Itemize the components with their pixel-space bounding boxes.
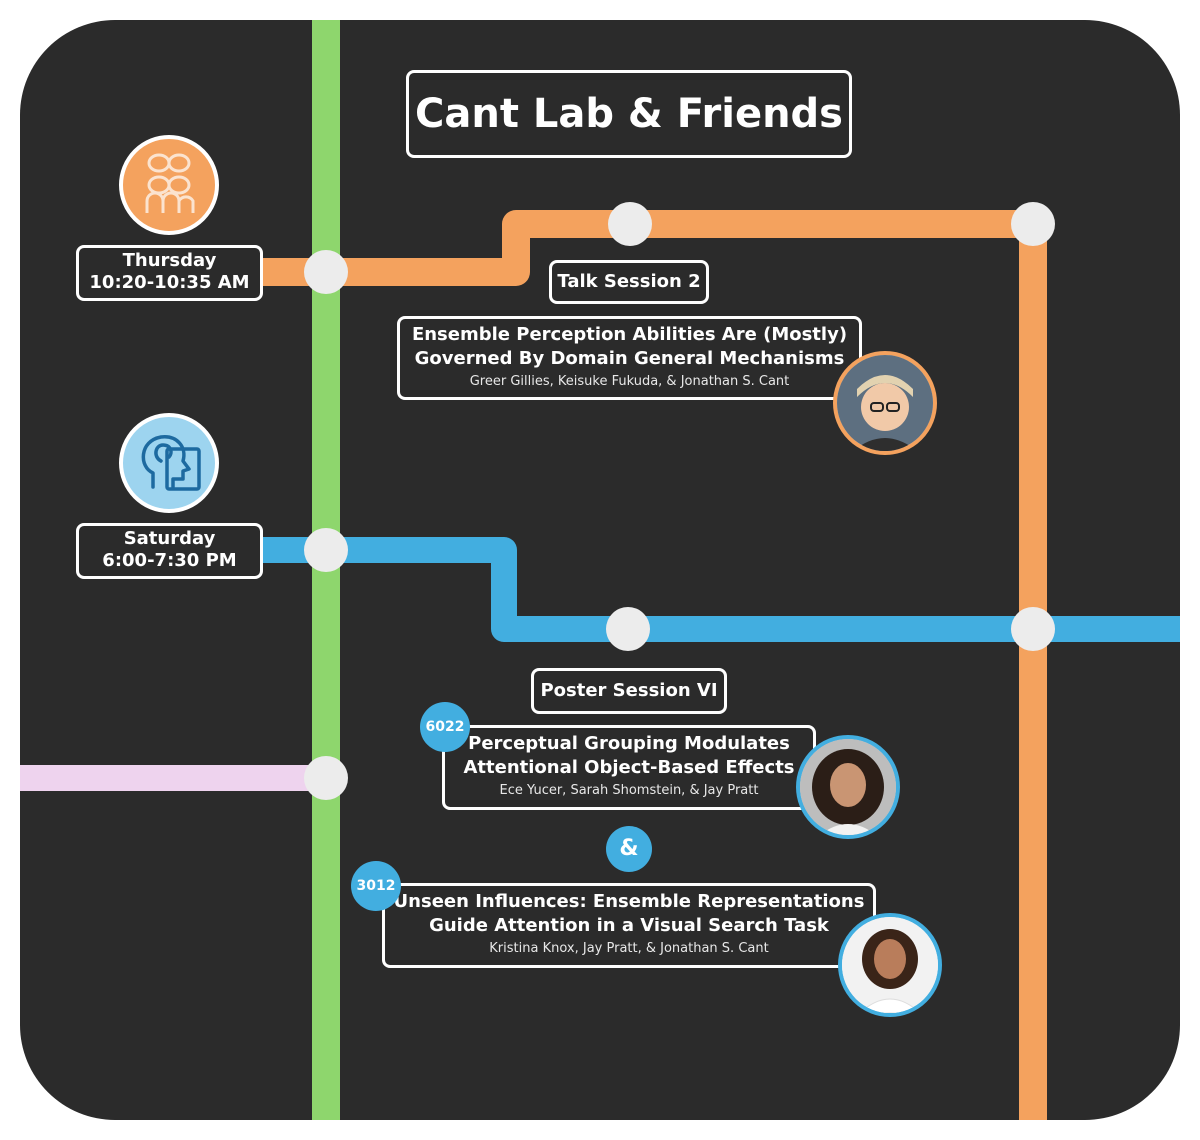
station-saturday [304, 528, 348, 572]
poster1-authors: Ece Yucer, Sarah Shomstein, & Jay Pratt [499, 783, 759, 798]
poster-session-label: Poster Session VI [531, 668, 727, 714]
talk-title-line1: Ensemble Perception Abilities Are (Mostl… [411, 324, 848, 345]
station-interchange [1011, 607, 1055, 651]
poster2-authors: Kristina Knox, Jay Pratt, & Jonathan S. … [489, 941, 769, 956]
saturday-time-label: 6:00-7:30 PM [102, 550, 237, 571]
poster2-title-line2: Guide Attention in a Visual Search Task [429, 915, 829, 936]
thursday-time-label: 10:20-10:35 AM [89, 272, 250, 293]
transit-map-board: Cant Lab & Friends Thursday 10:20-10:35 … [20, 20, 1180, 1120]
ampersand-badge: & [606, 826, 652, 872]
thursday-day-label: Thursday [122, 250, 217, 271]
poster1-title-line2: Attentional Object-Based Effects [463, 757, 795, 778]
thursday-time-box: Thursday 10:20-10:35 AM [76, 245, 263, 301]
talk-authors: Greer Gillies, Keisuke Fukuda, & Jonatha… [469, 374, 790, 389]
station-blue-mid [606, 607, 650, 651]
poster-number-badge: 3012 [351, 861, 401, 911]
vss-logo-icon [119, 135, 219, 235]
talk-title-line2: Governed By Domain General Mechanisms [414, 348, 845, 369]
poster2-title-line1: Unseen Influences: Ensemble Representati… [393, 891, 865, 912]
saturday-day-label: Saturday [123, 528, 216, 549]
poster1-title-line1: Perceptual Grouping Modulates [468, 733, 790, 754]
saturday-time-box: Saturday 6:00-7:30 PM [76, 523, 263, 579]
page-title: Cant Lab & Friends [406, 70, 852, 158]
station-orange-mid [608, 202, 652, 246]
avatar-ece-yucer [796, 735, 900, 839]
poster-card-3012: Unseen Influences: Ensemble Representati… [382, 883, 876, 968]
poster-number-badge: 6022 [420, 702, 470, 752]
avatar-greer-gillies [833, 351, 937, 455]
orange-line [260, 210, 1047, 1120]
station-orange-corner [1011, 202, 1055, 246]
transit-lines [20, 20, 1180, 1120]
pink-line [20, 765, 326, 791]
avatar-kristina-knox [838, 913, 942, 1017]
station-thursday [304, 250, 348, 294]
talk-card: Ensemble Perception Abilities Are (Mostl… [397, 316, 862, 400]
station-pink [304, 756, 348, 800]
poster-card-6022: Perceptual Grouping Modulates Attentiona… [442, 725, 816, 810]
blue-line [260, 537, 1180, 642]
talk-session-label: Talk Session 2 [549, 260, 709, 304]
head-profile-icon [119, 413, 219, 513]
